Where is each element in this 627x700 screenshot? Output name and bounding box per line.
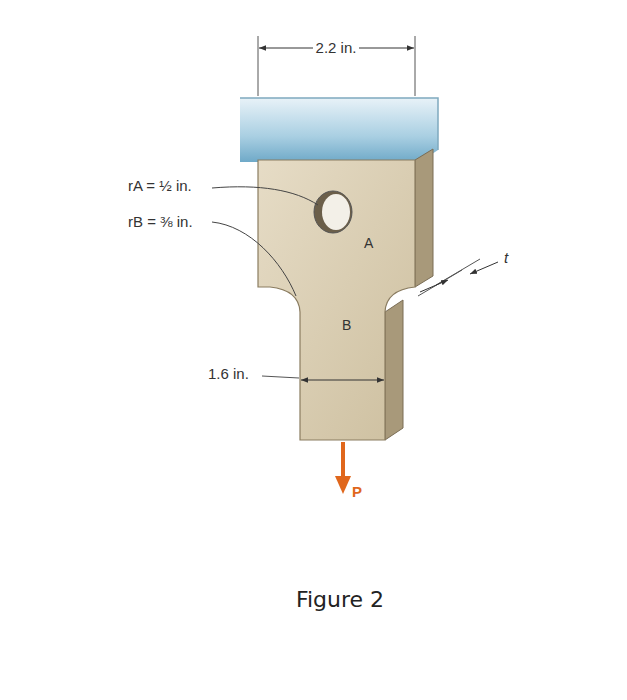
plate-side [415,149,433,287]
load-arrowhead [335,476,351,494]
point-label: A [364,236,373,251]
leader-line [262,376,299,378]
thickness-label: t [504,250,508,267]
dimension-arrow [470,262,498,274]
dimension-arrow [420,280,448,292]
load-arrow [341,442,345,478]
support-edge [240,98,438,150]
dimension-label: 1.6 in. [208,366,249,383]
plate-front [258,160,415,440]
point-label: B [342,318,351,333]
radius-label: rB = ⅜ in. [128,214,193,231]
hole [314,191,352,233]
radius-label: rA = ½ in. [128,178,192,195]
leader-line [212,222,296,296]
dimension-label: 2.2 in. [313,40,360,57]
extension-line [415,36,416,96]
extension-line [258,36,259,96]
plate-side [385,300,403,440]
figure-caption: Figure 2 [296,588,384,612]
dimension-line [301,380,384,381]
support [240,98,438,162]
load-label: P [352,484,362,501]
hole-bore [322,194,350,230]
leader-line [212,187,318,205]
